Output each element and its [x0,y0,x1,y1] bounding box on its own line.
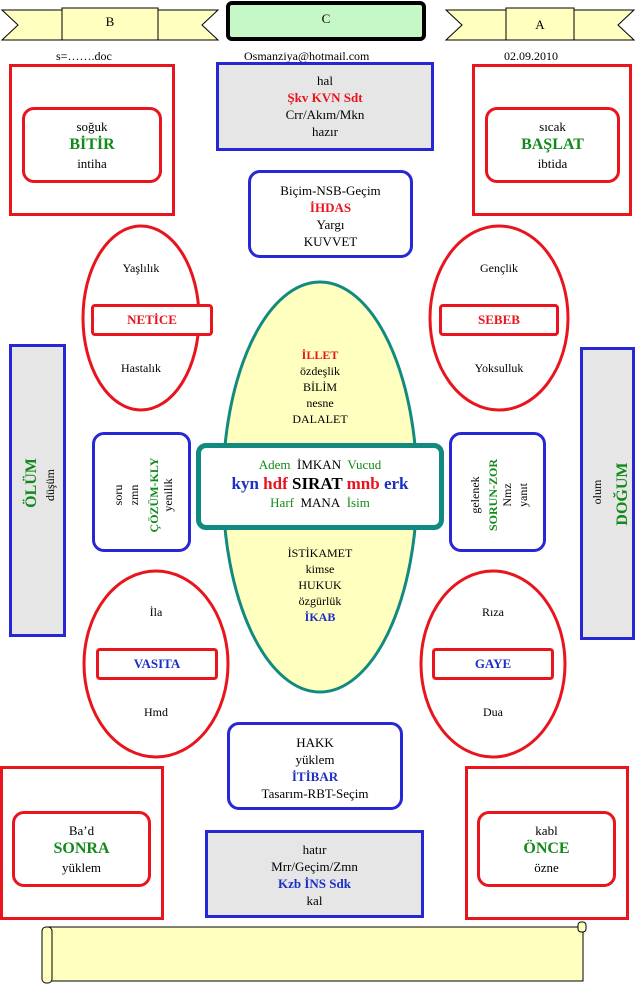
corner-top-left-bottom: intiha [77,156,107,171]
oval-netice-top: Yaşlılık [122,261,160,275]
top-grey-line3: Crr/Akım/Mkn [285,107,365,122]
corner-top-left: soğuk BİTİR intiha [9,64,175,216]
email: Osmanziya@hotmail.com [244,49,370,63]
corner-top-right-top: sıcak [539,119,566,134]
oval-vasita-label: VASITA [96,648,218,680]
bottom-box-line1: HAKK [296,735,334,750]
oval-sebeb-bottom: Yoksulluk [474,361,524,375]
far-left-main: ÖLÜM [23,458,40,508]
center-header-label: C [321,11,331,26]
file-name: s=…….doc [56,49,112,63]
corner-top-left-main: BİTİR [69,136,115,153]
bottom-grey-line1: hatır [302,842,327,857]
side-left-col4: yenilik [161,478,175,512]
top-grey-line4: hazır [312,124,338,139]
side-right-col3: Nmz [500,483,514,507]
right-banner-label: A [535,17,545,32]
bottom-grey-line3: Kzb İNS Sdk [278,876,351,891]
far-right-sub: olum [590,479,604,505]
bottom-grey-box: hatır Mrr/Geçim/Zmn Kzb İNS Sdk kal [205,830,424,918]
corner-bottom-left-bottom: yüklem [62,860,101,875]
corner-bottom-left-main: SONRA [53,840,110,857]
left-ribbon-banner [0,7,220,41]
top-box: Biçim-NSB-Geçim İHDAS Yargı KUVVET [248,170,413,258]
center-box: Adem İMKAN Vucud kyn hdf SIRAT mnb erk H… [196,443,444,530]
corner-top-right-inner: sıcak BAŞLAT ibtida [485,107,620,183]
bottom-scroll [41,921,587,984]
far-right-main: DOĞUM [614,462,631,526]
side-right-box: gelenek SORUN-ZOR Nmz yanıt [449,432,546,552]
side-right-col1: gelenek [468,476,482,514]
corner-bottom-right-inner: kabl ÖNCE özne [477,811,616,887]
corner-bottom-left: Ba’d SONRA yüklem [0,766,164,920]
bottom-box-line2: yüklem [295,752,335,767]
center-header-box: C [226,1,426,41]
oval-gaye-label: GAYE [432,648,554,680]
top-grey-line1: hal [317,73,333,88]
corner-top-left-inner: soğuk BİTİR intiha [22,107,162,183]
top-box-line1: Biçim-NSB-Geçim [280,183,381,198]
oval-gaye-top: Rıza [482,605,504,619]
oval-vasita-top: İla [149,605,163,619]
top-box-line4: KUVVET [303,234,358,249]
oval-sebeb-label: SEBEB [439,304,559,336]
corner-bottom-left-inner: Ba’d SONRA yüklem [12,811,151,887]
bottom-grey-line4: kal [306,893,323,908]
oval-gaye-bottom: Dua [483,705,503,719]
bottom-grey-line2: Mrr/Geçim/Zmn [271,859,358,874]
bottom-box-line3: İTİBAR [291,769,339,784]
corner-top-right-main: BAŞLAT [521,136,584,153]
corner-bottom-right-bottom: özne [534,860,559,875]
top-grey-line2: Şkv KVN Sdt [287,90,363,105]
top-box-line3: Yargı [316,217,345,232]
right-ribbon-banner [444,7,635,41]
oval-sebeb-top: Gençlik [480,261,518,275]
side-right-col4: yanıt [516,483,530,507]
center-box-row2: kyn hdf SIRAT mnb erk [231,474,409,493]
side-left-col1: soru [111,484,125,506]
corner-top-left-top: soğuk [76,119,108,134]
top-grey-box: hal Şkv KVN Sdt Crr/Akım/Mkn hazır [216,62,434,151]
corner-bottom-right-main: ÖNCE [523,840,570,857]
center-oval-upper: İLLET özdeşlik BİLİM nesne DALALET [292,348,348,426]
oval-netice-bottom: Hastalık [121,361,161,375]
corner-bottom-right: kabl ÖNCE özne [465,766,629,920]
bottom-box-line4: Tasarım-RBT-Seçim [261,786,369,801]
center-box-row1: Adem İMKAN Vucud [258,457,382,472]
corner-bottom-left-top: Ba’d [68,823,95,838]
side-left-box: soru zmn ÇÖZÜM-KLY yenilik [92,432,191,552]
left-banner-label: B [105,14,115,29]
corner-top-right: sıcak BAŞLAT ibtida [472,64,632,216]
far-right-column: olum DOĞUM [580,347,635,640]
corner-bottom-right-top: kabl [535,823,558,838]
oval-netice-label: NETİCE [91,304,213,336]
center-box-row3: Harf MANA İsim [270,495,370,510]
corner-top-right-bottom: ibtida [537,156,568,171]
oval-vasita-bottom: Hmd [144,705,168,719]
side-left-col2: zmn [127,484,141,506]
far-left-column: ÖLÜM düşüm [9,344,66,637]
center-oval-lower: İSTİKAMET kimse HUKUK özgürlük İKAB [287,546,353,624]
date: 02.09.2010 [504,49,558,63]
top-box-line2: İHDAS [309,200,352,215]
far-left-sub: düşüm [43,469,57,502]
bottom-box: HAKK yüklem İTİBAR Tasarım-RBT-Seçim [227,722,403,810]
